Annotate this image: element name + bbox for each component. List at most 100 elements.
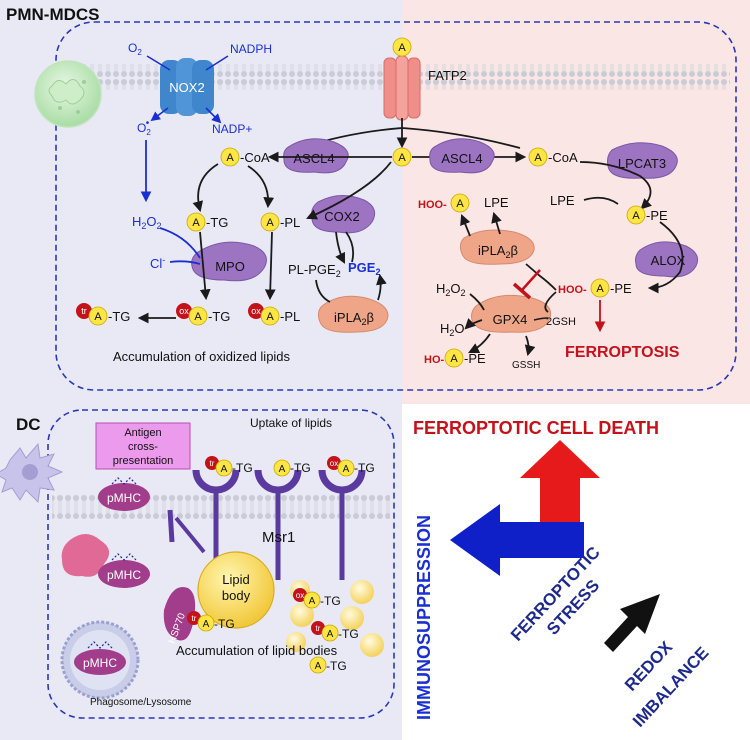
ox-tg-label: -TG [208,309,230,324]
gpx4-inhibition-line [521,269,541,291]
two-gsh-label: 2GSH [546,316,576,328]
iplab-right-label: iPLA2β [478,243,518,260]
superoxide-arrow [150,107,169,122]
rec-a-tg-label: -TG [290,461,311,475]
mpo-enzyme [191,241,267,282]
drop-tr-badge [311,621,325,635]
body-label: body [222,588,251,603]
hoo-a-badge-text: A [456,198,464,210]
hoo-pe-prefix: HOO- [558,284,587,296]
import-branch-right [401,127,521,149]
ferroptotic-cell-death-label: FERROPTOTIC CELL DEATH [413,418,659,438]
ascl4-right-label: ASCL4 [441,151,482,166]
oxtg-a-badge-text: A [194,311,202,323]
acyl-coa-left-badge [220,147,240,167]
acyl-coa-right-badge [528,147,548,167]
body-tr-tg-label: -TG [214,617,235,631]
cox2-label: COX2 [324,209,359,224]
ho-pe-badge [444,348,464,368]
acyl-coa-left-badge-text: A [226,152,234,164]
cross-presentation-inhibition-bar [167,509,175,543]
ho-pe-badge-text: A [450,353,458,365]
rec-tr-badge-text: tr [210,459,215,468]
drop-ox-badge [293,588,307,602]
cox2-to-plpge2-arrow [345,231,355,263]
gpx4-to-gssh-arrow [524,335,536,357]
oxtg-a-badge [188,306,208,326]
acyl-coa-to-pl-arrow [247,165,275,209]
lipid-droplet-4 [340,606,364,630]
uptake-lipids-label: Uptake of lipids [250,416,332,430]
mdsc-panel-title: PMN-MDCS [6,5,100,24]
hoope-to-gpx4-line [544,291,557,313]
lipid-droplet-5 [286,632,306,652]
oxpl-a-badge [260,306,280,326]
ascl4-right-enzyme [429,138,495,174]
trtg-a-badge-text: A [94,311,102,323]
hoo-a-badge [450,193,470,213]
drop-a-tg-label: -TG [326,659,347,673]
fa-to-pl-arrow [306,161,392,220]
ipla-to-hooa-arrow [460,213,471,237]
fatp2-transporter [383,55,421,121]
iplab-right-enzyme [459,229,535,265]
alox-label: ALOX [651,253,686,268]
dc-panel-title: DC [16,415,41,434]
superoxide-label: O2• [137,118,151,137]
drop-ox-a-badge [303,591,321,609]
plpge2-to-ipla-arrow [315,279,331,303]
fatty-acid-center-label: A [398,152,406,164]
mdsc-cell-outline [55,21,737,391]
lpe-top-label: LPE [484,195,509,210]
gpx4-to-hope-arrow [468,333,491,353]
pge2-label: PGE2 [348,260,380,277]
pmhc-proteasome-complex: pMHC [61,534,150,588]
drop-ox-badge-text: ox [296,591,304,600]
iplab-left-enzyme [317,295,389,333]
nadp-arrow [205,107,222,124]
msr1-label: Msr1 [262,529,295,546]
msr1-receptor-3 [318,469,366,580]
immunosuppression-arrow [450,504,584,576]
tg-label: -TG [206,215,228,230]
fatty-acid-center [392,147,412,167]
acyl-coa-right-label: -CoA [548,150,578,165]
pmhc-second-label: pMHC [107,568,141,582]
nadp-label: NADP+ [212,122,252,136]
gssh-label: GSSH [512,360,540,371]
ho-pe-label: -PE [464,351,486,366]
drop-ox-tg-label: -TG [320,594,341,608]
pmhc-phagosome-label: pMHC [83,656,117,670]
ox-badge-tg-text: ox [179,306,189,316]
gpx4-inhibition-bar [512,282,532,300]
ox-badge-pl [248,303,264,319]
cross-presentation-inhibition-line [174,516,206,554]
chloride-label: Cl- [150,255,165,271]
pl-badge-text: A [266,217,274,229]
body-tr-badge-text: tr [192,614,197,623]
nox2-label: NOX2 [169,80,204,95]
rec-tr-a-badge [215,459,233,477]
drop-tr-a-badge-text: A [327,629,334,640]
pl-to-oxpl-arrow [264,231,276,301]
iplab-left-label: iPLA2β [334,310,374,327]
pe-label: -PE [646,208,668,223]
h2o2-left-label: H2O2 [132,214,162,231]
rec-a-badge [273,459,291,477]
acyl-coa-left-label: -CoA [240,150,270,165]
cell-death-arrow [520,440,600,537]
ox-badge-pl-text: ox [251,306,261,316]
lipid-droplet-6 [360,633,384,657]
nadph-label: NADPH [230,42,272,56]
phagosome-lysosome: pMHC [60,620,140,700]
pl-badge [260,212,280,232]
tr-badge-tg [76,303,92,319]
pl-pge2-label: PL-PGE2 [288,262,341,279]
antigen-label: Antigen [124,427,161,439]
mpo-label: MPO [215,259,245,274]
acyl-coa-right-badge-text: A [534,152,542,164]
redox-to-stress-arrow [604,594,660,652]
lipid-droplet-2 [350,580,374,604]
drop-a-badge-text: A [315,661,322,672]
ferro-h2o2-label: H2O2 [436,281,466,298]
